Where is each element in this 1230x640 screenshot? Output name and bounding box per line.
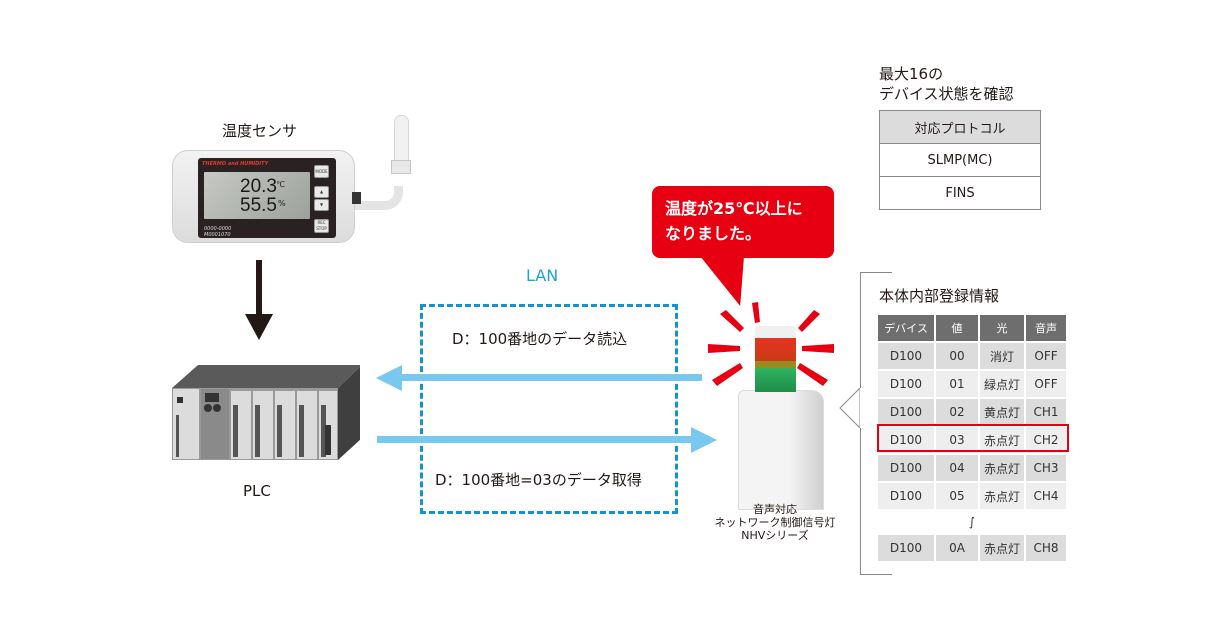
protocol-title-line1: 最大16の xyxy=(879,65,944,83)
cell-value: 03 xyxy=(936,427,978,453)
cell-light: 赤点灯 xyxy=(980,427,1024,453)
plc-label: PLC xyxy=(243,482,271,500)
col-header-voice: 音声 xyxy=(1026,315,1066,341)
table-row: D100 02 黄点灯 CH1 xyxy=(878,399,1066,425)
register-header-row: デバイス 値 光 音声 xyxy=(878,315,1066,341)
lcd-humidity: 55.5 xyxy=(240,195,277,216)
cell-light: 緑点灯 xyxy=(980,371,1024,397)
protocol-item: FINS xyxy=(879,176,1041,210)
ellipsis-row: ∫ xyxy=(878,511,1066,533)
alert-speech-bubble xyxy=(652,186,834,258)
sensor-lcd xyxy=(204,172,310,219)
sensor-brand: THERMO and HUMIDITY xyxy=(202,161,269,167)
cell-device: D100 xyxy=(878,371,934,397)
cell-device: D100 xyxy=(878,343,934,369)
response-arrow-shaft xyxy=(377,436,693,443)
cell-device: D100 xyxy=(878,535,934,561)
signal-tower-green-lamp xyxy=(755,368,796,392)
lan-dashed-box xyxy=(420,304,678,514)
cell-light: 消灯 xyxy=(980,343,1024,369)
signal-tower-caption: 音声対応 ネットワーク制御信号灯 NHVシリーズ xyxy=(700,503,850,542)
signal-tower-red-lamp xyxy=(755,338,796,362)
plc-icon xyxy=(172,365,360,460)
cell-value: 05 xyxy=(936,483,978,509)
cell-voice: CH3 xyxy=(1026,455,1066,481)
bracket-pointer-icon xyxy=(839,388,862,428)
protocol-table: 対応プロトコル SLMP(MC) FINS xyxy=(879,110,1041,210)
arrow-left-icon xyxy=(376,365,402,391)
lcd-temperature-unit: ℃ xyxy=(276,180,285,189)
sensor-plug xyxy=(352,192,361,204)
cell-voice: OFF xyxy=(1026,343,1066,369)
table-row: D100 01 緑点灯 OFF xyxy=(878,371,1066,397)
request-arrow-shaft xyxy=(400,374,702,381)
ellipsis-mark: ∫ xyxy=(968,515,976,529)
col-header-value: 値 xyxy=(936,315,978,341)
cell-light: 赤点灯 xyxy=(980,535,1024,561)
alert-line1: 温度が25℃以上に xyxy=(665,199,803,218)
sensor-probe-icon xyxy=(394,115,409,162)
cell-light: 赤点灯 xyxy=(980,455,1024,481)
down-arrow-icon xyxy=(245,314,273,340)
register-table: デバイス 値 光 音声 D100 00 消灯 OFF D100 01 緑点灯 O… xyxy=(876,313,1068,563)
cell-device: D100 xyxy=(878,399,934,425)
flash-rays-icon xyxy=(708,302,834,386)
alert-text: 温度が25℃以上に なりました。 xyxy=(665,196,803,246)
cell-value: 04 xyxy=(936,455,978,481)
sensor-label: 温度センサ xyxy=(222,122,298,140)
cell-voice: OFF xyxy=(1026,371,1066,397)
signal-tower-cap xyxy=(755,326,796,338)
cell-voice: CH8 xyxy=(1026,535,1066,561)
cell-light: 赤点灯 xyxy=(980,483,1024,509)
signal-tower-base xyxy=(738,390,824,510)
highlighted-row-frame xyxy=(877,424,1069,452)
register-title: 本体内部登録情報 xyxy=(879,287,1000,305)
cell-voice: CH1 xyxy=(1026,399,1066,425)
table-row-highlighted: D100 03 赤点灯 CH2 xyxy=(878,427,1066,453)
lcd-humidity-unit: % xyxy=(278,199,286,208)
sensor-probe-cable xyxy=(353,186,403,210)
lcd-temperature: 20.3 xyxy=(240,176,277,197)
arrow-right-icon xyxy=(691,427,717,453)
cell-voice: CH4 xyxy=(1026,483,1066,509)
sensor-rec-stop-button: REC STOP xyxy=(314,219,329,233)
protocol-title-line2: デバイス状態を確認 xyxy=(879,85,1014,103)
cell-value: 01 xyxy=(936,371,978,397)
cell-device: D100 xyxy=(878,427,934,453)
sensor-code: 0000-0000 M0001070 xyxy=(204,226,231,238)
table-row: D100 05 赤点灯 CH4 xyxy=(878,483,1066,509)
down-arrow-shaft xyxy=(256,260,262,315)
sensor-mode-button: MODE xyxy=(314,165,329,178)
alert-line2: なりました。 xyxy=(665,224,762,243)
sensor-up-button: ▲ xyxy=(314,186,329,198)
cell-value: 00 xyxy=(936,343,978,369)
cell-value: 02 xyxy=(936,399,978,425)
data-get-message: D：100番地=03のデータ取得 xyxy=(435,471,642,489)
signal-tower-amber-lamp xyxy=(755,361,796,368)
table-row: D100 04 赤点灯 CH3 xyxy=(878,455,1066,481)
cell-light: 黄点灯 xyxy=(980,399,1024,425)
table-row: D100 00 消灯 OFF xyxy=(878,343,1066,369)
caption-line2: ネットワーク制御信号灯 xyxy=(714,516,836,529)
cell-device: D100 xyxy=(878,483,934,509)
cell-voice: CH2 xyxy=(1026,427,1066,453)
read-request-message: D：100番地のデータ読込 xyxy=(452,330,628,348)
protocol-item: SLMP(MC) xyxy=(879,143,1041,177)
sensor-probe-collar xyxy=(391,160,411,174)
sensor-down-button: ▼ xyxy=(314,199,329,211)
caption-line3: NHVシリーズ xyxy=(741,529,809,542)
protocol-title: 最大16の デバイス状態を確認 xyxy=(879,64,1014,104)
table-row: D100 0A 赤点灯 CH8 xyxy=(878,535,1066,561)
caption-line1: 音声対応 xyxy=(753,503,797,516)
sensor-code-line2: M0001070 xyxy=(204,232,231,238)
col-header-light: 光 xyxy=(980,315,1024,341)
protocol-header: 対応プロトコル xyxy=(879,110,1041,144)
cell-value: 0A xyxy=(936,535,978,561)
cell-device: D100 xyxy=(878,455,934,481)
col-header-device: デバイス xyxy=(878,315,934,341)
speech-bubble-tail xyxy=(700,256,763,306)
sensor-code-line1: 0000-0000 xyxy=(204,226,232,232)
lan-label: LAN xyxy=(526,266,559,285)
